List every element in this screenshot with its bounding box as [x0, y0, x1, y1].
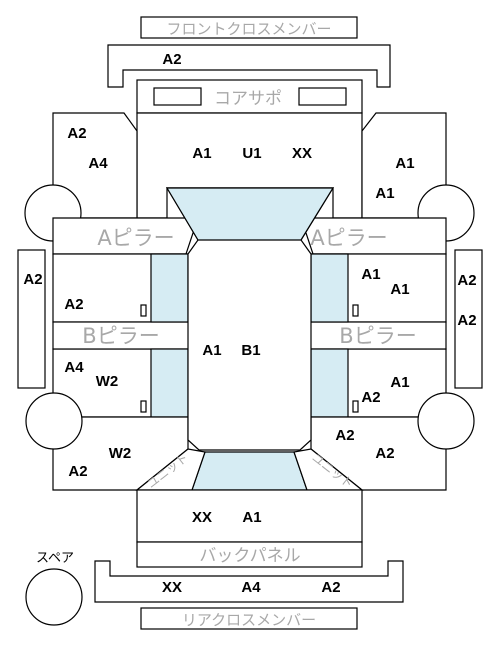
roof-code-2: B1: [241, 342, 260, 359]
front-right-door-handle: [352, 304, 359, 317]
rear-member-code-2: A4: [241, 579, 261, 596]
headlight-right: [298, 87, 347, 106]
rear-left-window: [150, 348, 189, 418]
headlight-left: [153, 87, 202, 106]
trunk-code-1: XX: [192, 509, 212, 526]
spare-label: スペア: [36, 551, 74, 566]
rear-left-quarter-code-1: W2: [109, 445, 132, 462]
front-cross-member-box: [140, 16, 358, 39]
front-left-door-handle: [140, 304, 147, 317]
rear-right-quarter-code-1: A2: [335, 427, 354, 444]
right-side-sill-code-2: A2: [457, 312, 476, 329]
rear-cross-member-box: [140, 607, 358, 630]
rear-right-wheel: [417, 392, 475, 450]
back-panel: [136, 541, 363, 568]
front-left-fender-code-2: A4: [88, 155, 108, 172]
right-side-sill: [454, 249, 483, 389]
front-member-bracket: [107, 44, 391, 88]
rear-right-door-handle: [352, 400, 359, 413]
hood-code-2: U1: [242, 145, 261, 162]
rear-cross-member-label: リアクロスメンバー: [182, 611, 316, 629]
a-pillar-left: [52, 217, 199, 255]
right-side-sill-code-1: A2: [457, 272, 476, 289]
spare-tire: [25, 568, 83, 626]
rear-right-quarter-code-2: A2: [375, 445, 394, 462]
left-side-sill: [17, 249, 46, 389]
rear-window: [191, 451, 308, 491]
front-left-window: [150, 253, 189, 323]
b-pillar-right-label: Bピラー: [339, 324, 416, 348]
front-left-door-code: A2: [64, 296, 83, 313]
core-support-label: コアサポ: [214, 89, 282, 109]
rear-left-wheel: [25, 392, 83, 450]
a-pillar-right-label: Aピラー: [310, 226, 387, 250]
hood-code-1: A1: [192, 145, 211, 162]
front-cross-member-label: フロントクロスメンバー: [166, 20, 331, 38]
rear-right-window: [310, 348, 349, 418]
front-right-fender-code-1: A1: [395, 155, 414, 172]
rear-left-door-code-2: W2: [96, 373, 119, 390]
rear-left-door-handle: [140, 400, 147, 413]
rear-left-door-code-1: A4: [64, 359, 84, 376]
left-side-sill-code: A2: [23, 271, 42, 288]
front-right-fender-code-2: A1: [375, 185, 394, 202]
trunk-code-2: A1: [242, 509, 261, 526]
rear-left-quarter-code-2: A2: [68, 463, 87, 480]
b-pillar-right: [309, 321, 447, 350]
trunk: [136, 489, 363, 543]
rear-member-bracket: [94, 560, 404, 603]
rear-right-door-code-2: A2: [361, 389, 380, 406]
front-right-door-code-1: A1: [361, 266, 380, 283]
rear-right-door-code-1: A1: [390, 374, 409, 391]
front-right-door-code-2: A1: [390, 281, 409, 298]
back-panel-label: バックパネル: [199, 546, 300, 566]
a-pillar-left-label: Aピラー: [97, 226, 174, 250]
b-pillar-left-label: Bピラー: [82, 324, 159, 348]
windshield: [165, 187, 335, 241]
front-left-fender-code-1: A2: [67, 125, 86, 142]
rear-member-code-1: XX: [162, 579, 182, 596]
front-right-window: [310, 253, 349, 323]
front-member-code: A2: [162, 51, 181, 68]
roof-code-1: A1: [202, 342, 221, 359]
rear-member-code-3: A2: [321, 579, 340, 596]
hood-code-3: XX: [292, 145, 312, 162]
